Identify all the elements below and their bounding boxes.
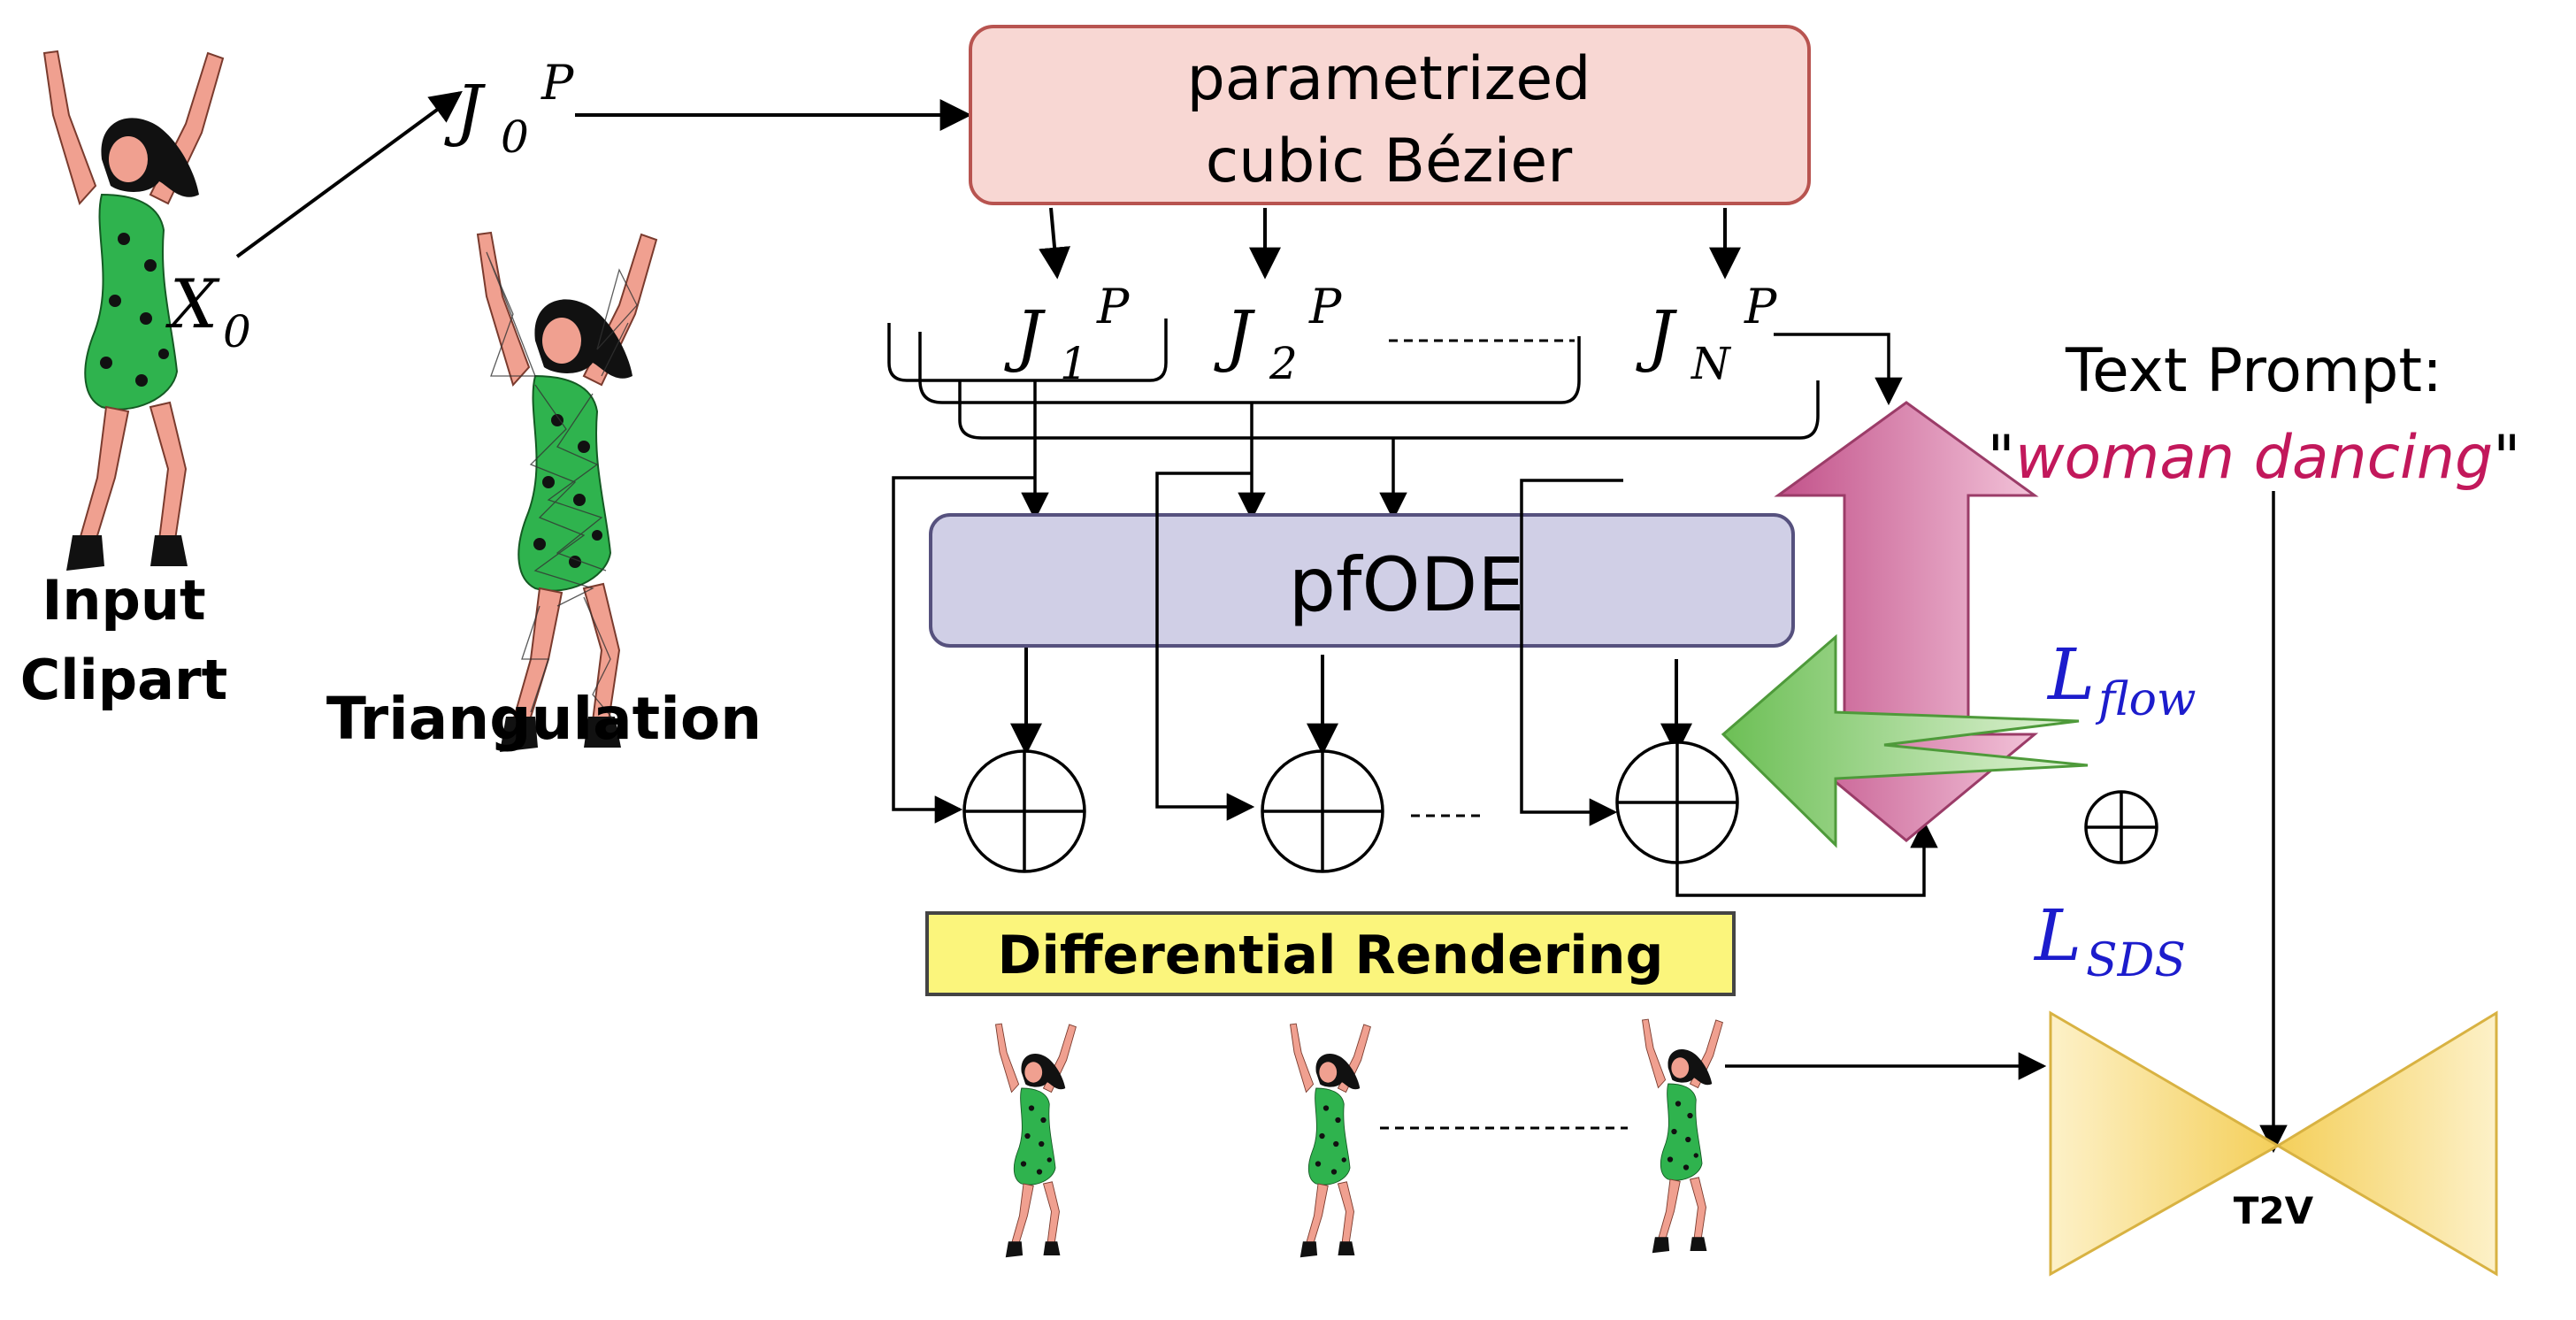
plus-node-2 — [1261, 749, 1384, 873]
j0-sub: 0 — [501, 111, 529, 163]
green-flow-arrow — [1721, 633, 2089, 848]
bezier-label-line2: cubic Bézier — [1206, 127, 1572, 196]
j1-sup: P — [1096, 279, 1131, 334]
diff-render-box — [925, 911, 1736, 996]
rendered-frame-1 — [995, 1023, 1077, 1258]
t2v-right-wing — [2275, 1010, 2498, 1277]
brace-connectors — [887, 318, 1903, 521]
bezier-label-line1: parametrized — [1187, 44, 1591, 114]
lsds-sub: SDS — [2086, 934, 2186, 987]
j2-main: J — [1214, 295, 1255, 374]
lflow-sub: flow — [2095, 673, 2196, 726]
x0-sub: 0 — [223, 306, 251, 357]
triangulation-label: Triangulation — [326, 685, 762, 753]
j1-label: J 1 P — [1004, 279, 1131, 389]
j2-label: J 2 P — [1214, 279, 1343, 389]
x0-main: X — [165, 265, 220, 343]
rendered-frame-2 — [1290, 1023, 1371, 1258]
j1-main: J — [1004, 295, 1046, 374]
plus-node-1 — [962, 749, 1086, 873]
lsds-label: L SDS — [2033, 894, 2186, 987]
x0-label: X 0 — [165, 265, 251, 357]
arrow-x0-to-j0 — [235, 90, 463, 258]
text-prompt-value: "woman dancing" — [1988, 423, 2521, 493]
prompt-quote-open: " — [1988, 423, 2015, 493]
j0-sup: P — [540, 55, 575, 111]
arrow-bezier-to-j1 — [1039, 207, 1070, 280]
lflow-main: L — [2046, 633, 2095, 716]
prompt-value: woman dancing — [2015, 423, 2493, 493]
j2-sup: P — [1308, 279, 1343, 334]
rendered-frame-3 — [1642, 1018, 1723, 1254]
jn-sup: P — [1744, 279, 1778, 334]
jn-label: J N P — [1636, 279, 1778, 389]
lflow-label: L flow — [2046, 633, 2196, 726]
j0-main: J — [444, 70, 486, 149]
pfode-label: pfODE — [1289, 541, 1525, 628]
plus-node-3 — [1615, 741, 1739, 864]
jn-sub: N — [1690, 338, 1732, 389]
input-label-line1: Input — [42, 568, 205, 633]
loss-plus — [2084, 790, 2158, 864]
triangulation-image — [477, 232, 657, 753]
prompt-quote-close: " — [2493, 423, 2520, 493]
j0-label: J 0 P — [444, 55, 575, 163]
input-label-line2: Clipart — [20, 648, 227, 712]
lsds-main: L — [2033, 894, 2082, 977]
t2v-label: T2V — [2234, 1189, 2314, 1232]
t2v-left-wing — [2049, 1010, 2281, 1277]
bezier-box — [969, 25, 1811, 205]
arrow-plus3-to-loss — [1675, 819, 1938, 897]
j2-sub: 2 — [1269, 338, 1298, 389]
text-prompt-title: Text Prompt: — [2065, 336, 2442, 406]
jn-main: J — [1636, 295, 1677, 374]
pink-double-arrow — [1774, 401, 2039, 842]
diff-render-label: Differential Rendering — [998, 925, 1664, 986]
skip-connections — [892, 472, 1623, 826]
pfode-box — [929, 513, 1795, 648]
